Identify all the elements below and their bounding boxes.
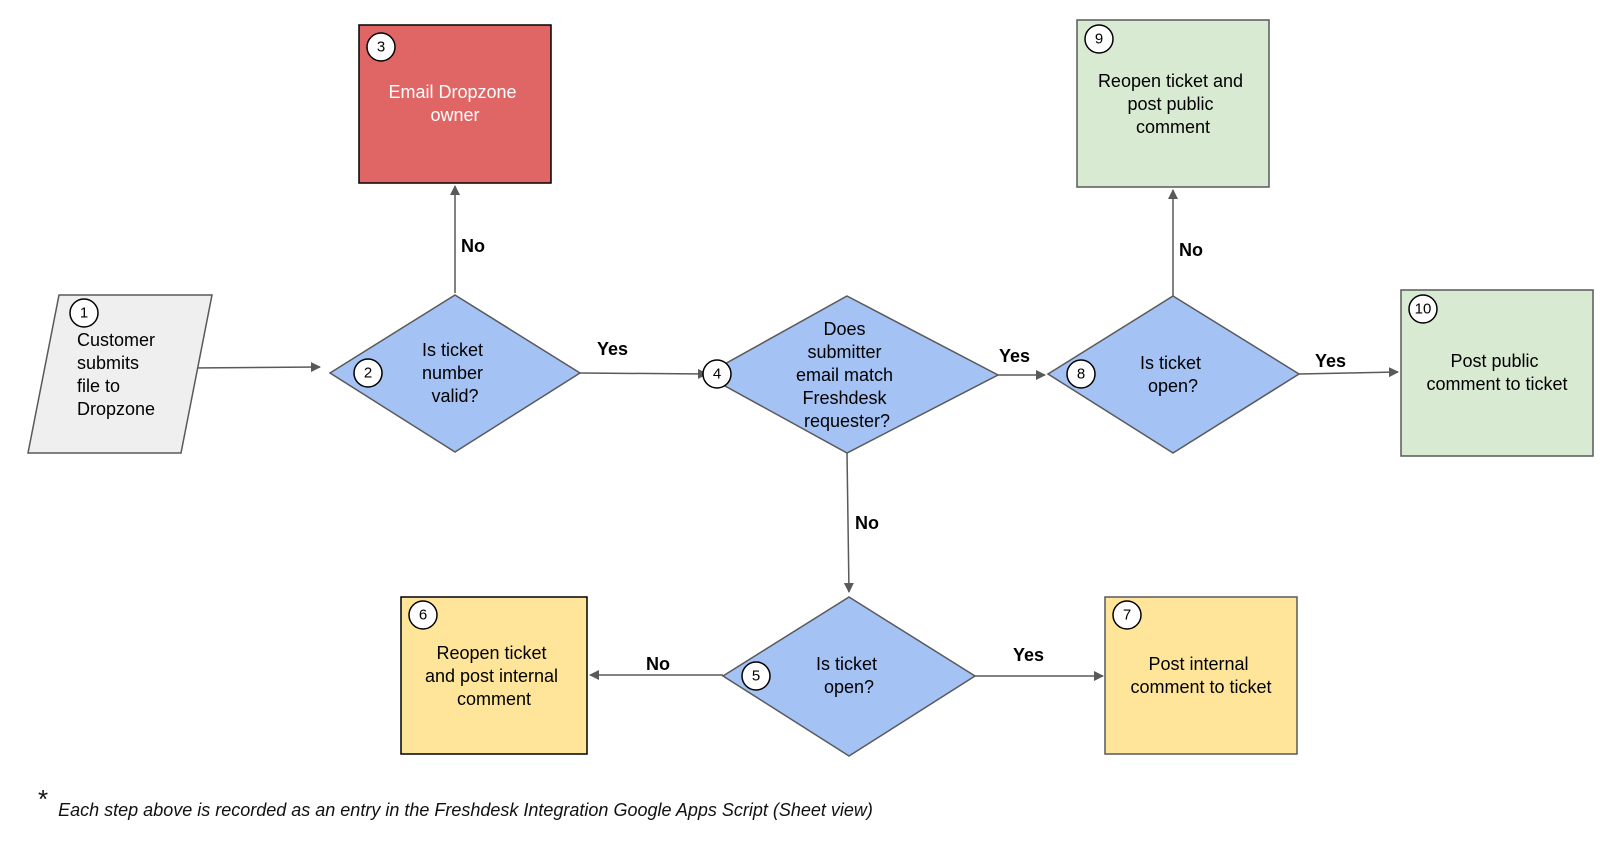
step-badge (353, 358, 383, 388)
step-badge (1084, 24, 1114, 54)
svg-text:3: 3 (377, 39, 385, 56)
edge-label-8-10: Yes (1315, 351, 1346, 371)
svg-text:7: 7 (1123, 607, 1131, 624)
step-badge (1112, 600, 1142, 630)
node-8-ticket-open: 8 Is ticket open? (1046, 295, 1301, 454)
svg-text:5: 5 (752, 668, 760, 685)
step-badge (366, 32, 396, 62)
node-label: Is ticket open? (1140, 353, 1206, 396)
node-5-ticket-open: 5 Is ticket open? (721, 596, 977, 757)
node-9-reopen-public: 9 Reopen ticket and post public comment (1076, 19, 1270, 188)
svg-text:1: 1 (80, 305, 88, 322)
arrow-8-to-10 (1298, 367, 1399, 378)
edge-label-4-8: Yes (999, 346, 1030, 366)
node-label: Email Dropzone owner (388, 82, 521, 125)
edge-label-4-5: No (855, 513, 879, 533)
footnote-text: Each step above is recorded as an entry … (58, 800, 873, 820)
node-1-customer-submits: 1 Customer submits file to Dropzone (27, 294, 213, 454)
svg-text:6: 6 (419, 607, 427, 624)
svg-text:4: 4 (713, 366, 721, 383)
node-label: Post internal comment to ticket (1130, 654, 1271, 697)
node-label: Does submitter email match Freshdesk req… (796, 319, 898, 431)
node-label: Reopen ticket and post internal comment (425, 643, 563, 709)
node-label: Post public comment to ticket (1426, 351, 1567, 394)
svg-text:9: 9 (1095, 31, 1103, 48)
step-badge (741, 661, 771, 691)
edge-label-5-7: Yes (1013, 645, 1044, 665)
svg-text:10: 10 (1415, 301, 1432, 318)
step-badge (69, 298, 99, 328)
step-badge (1408, 294, 1438, 324)
edge-label-8-9: No (1179, 240, 1203, 260)
node-6-reopen-internal: 6 Reopen ticket and post internal commen… (400, 596, 588, 755)
footnote: * Each step above is recorded as an entry… (38, 784, 873, 823)
node-label: Is ticket number valid? (422, 340, 488, 406)
edge-label-5-6: No (646, 654, 670, 674)
svg-text:2: 2 (364, 365, 372, 382)
edge-label-2-3: No (461, 236, 485, 256)
node-10-public-comment: 10 Post public comment to ticket (1400, 289, 1594, 457)
node-4-email-match: 4 Does submitter email match Freshdesk r… (702, 295, 1000, 454)
footnote-marker: * (38, 784, 49, 814)
node-label: Reopen ticket and post public comment (1098, 71, 1248, 137)
connectors (189, 185, 1399, 681)
node-2-ticket-valid: 2 Is ticket number valid? (328, 294, 582, 453)
step-badge (408, 600, 438, 630)
arrow-1-to-2 (189, 362, 321, 373)
node-label: Is ticket open? (816, 654, 882, 697)
edge-label-2-4: Yes (597, 339, 628, 359)
arrow-4-to-5 (843, 452, 854, 593)
step-badge (702, 359, 732, 389)
node-3-email-owner: 3 Email Dropzone owner (358, 24, 552, 184)
svg-text:8: 8 (1077, 366, 1085, 383)
arrow-2-to-4 (579, 368, 708, 379)
step-badge (1066, 359, 1096, 389)
node-label: Customer submits file to Dropzone (77, 330, 160, 419)
node-7-internal-comment: 7 Post internal comment to ticket (1104, 596, 1298, 755)
